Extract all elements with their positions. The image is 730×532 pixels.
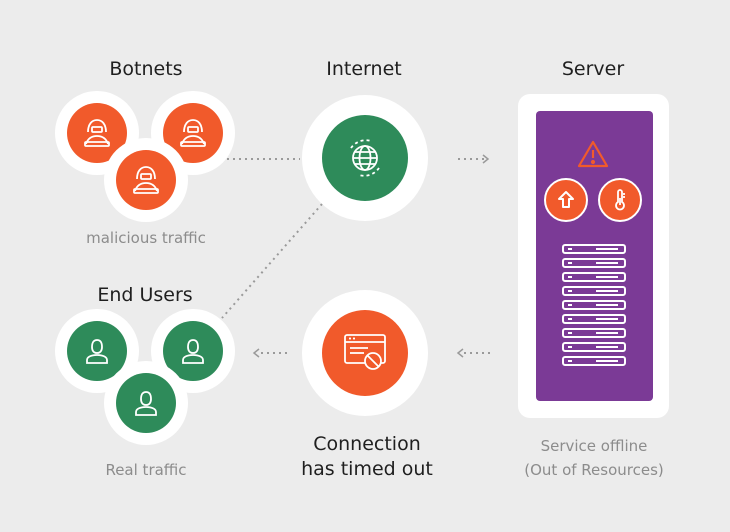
upload-arrow-icon — [544, 178, 588, 222]
server-caption-line2: (Out of Resources) — [524, 461, 664, 479]
internet-to-enduser-line — [221, 203, 323, 319]
end-users-title: End Users — [97, 284, 193, 306]
server-title: Server — [561, 58, 625, 80]
rack-unit — [562, 286, 626, 296]
thermometer-icon — [598, 178, 642, 222]
warning-icon — [577, 140, 609, 173]
end-user-node — [55, 309, 139, 393]
user-icon — [116, 373, 176, 433]
rack-unit — [562, 314, 626, 324]
browser-blocked-icon — [322, 310, 408, 396]
internet-title: Internet — [326, 58, 402, 80]
timeout-node — [302, 290, 428, 416]
botnets-caption: malicious traffic — [86, 229, 206, 247]
server-caption-line1: Service offline — [540, 437, 648, 455]
rack-unit — [562, 258, 626, 268]
internet-node — [302, 95, 428, 221]
rack-unit — [562, 244, 626, 254]
rack-unit — [562, 342, 626, 352]
rack-unit — [562, 272, 626, 282]
botnets-title: Botnets — [109, 58, 183, 80]
globe-icon — [322, 115, 408, 201]
hacker-icon — [67, 103, 127, 163]
botnet-node — [55, 91, 139, 175]
rack-unit — [562, 356, 626, 366]
server-panel — [536, 111, 653, 401]
internet-to-server-arrow — [458, 154, 490, 164]
server-to-timeout-arrow — [456, 348, 490, 358]
timeout-line1: Connection — [313, 433, 421, 455]
rack-unit — [562, 300, 626, 310]
end-user-node — [104, 361, 188, 445]
rack-unit — [562, 328, 626, 338]
timeout-to-enduser-arrow — [252, 348, 287, 358]
botnet-node — [104, 138, 188, 222]
hacker-icon — [116, 150, 176, 210]
timeout-line2: has timed out — [301, 458, 433, 480]
end-users-caption: Real traffic — [105, 461, 187, 479]
